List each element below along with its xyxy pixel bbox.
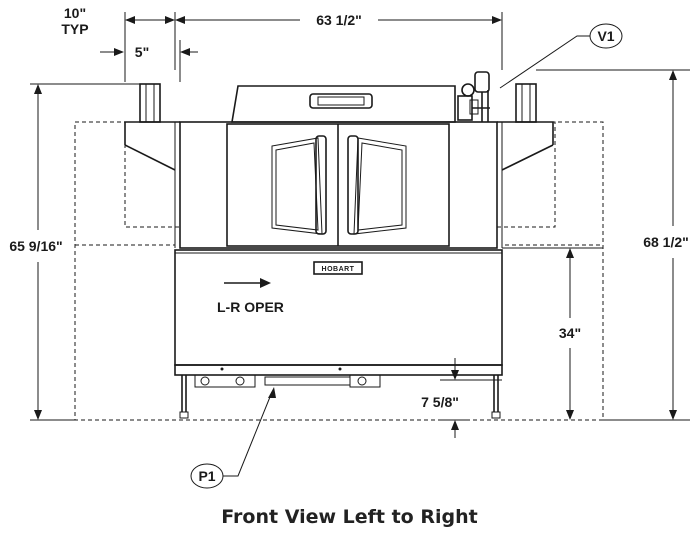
upper-hood [179,85,498,249]
callout-p1: P1 [190,387,276,489]
valve-plumbing [457,71,490,122]
base-rail [174,364,503,376]
left-side-extension [124,83,181,248]
base-and-legs [174,364,503,419]
control-panel-display [309,93,373,109]
v1-callout-label: V1 [597,28,614,44]
lower-tank: HOBART L-R OPER [174,249,503,366]
dimension-overall-width: 63 1/2" [174,12,503,70]
front-view-drawing: HOBART L-R OPER 63 1/2" [9,5,690,489]
left-vent-stack [139,83,161,123]
dimension-left-height: 65 9/16" [9,83,140,421]
left-door-handle [315,135,327,235]
brand-plate-text: HOBART [322,266,355,273]
direction-arrow-head [260,278,271,288]
typ-label: TYP [61,21,88,37]
dimension-table-height: 34" [502,247,603,420]
dashed-left-table [124,121,181,228]
right-vent-stack [515,83,537,123]
hood-top [231,85,456,123]
upper-body-frame [179,121,498,249]
left-height-dimension: 65 9/16" [9,238,62,254]
ten-inch-dimension: 10" [64,5,86,21]
five-inch-dimension: 5" [135,44,149,60]
dashed-right-table [496,121,556,228]
brand-plate [313,261,363,275]
dimension-ten-inch: 10" TYP [61,5,175,82]
right-height-dimension: 68 1/2" [643,234,689,250]
callout-v1: V1 [499,23,623,89]
leg-clearance-dimension: 7 5/8" [421,394,459,410]
overall-width-dimension: 63 1/2" [316,12,362,28]
left-door [271,135,327,235]
dimension-leg-clearance: 7 5/8" [421,358,502,438]
table-height-dimension: 34" [559,325,581,341]
right-door-handle [347,135,359,235]
figure-caption: Front View Left to Right [221,506,478,528]
right-side-extension [496,83,554,248]
dimension-five-inch: 5" [100,40,198,82]
dimension-right-height: 68 1/2" [536,69,690,421]
operation-label: L-R OPER [217,299,284,315]
right-door [347,135,407,235]
p1-callout-label: P1 [198,468,215,484]
